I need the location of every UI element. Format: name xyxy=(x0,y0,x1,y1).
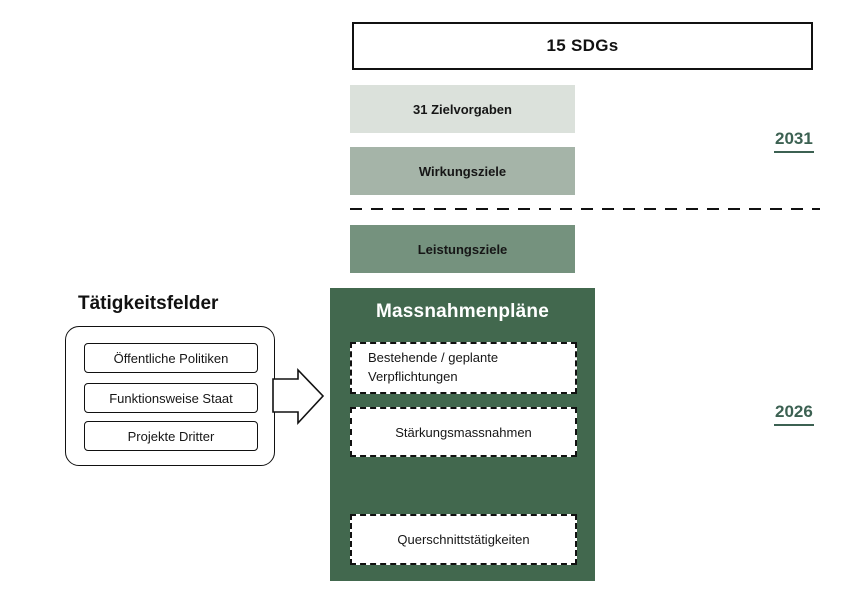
zielvorgaben-box: 31 Zielvorgaben xyxy=(350,85,575,133)
leistungsziele-box: Leistungsziele xyxy=(350,225,575,273)
querschnittstaetigkeiten-label: Querschnittstätigkeiten xyxy=(397,532,530,547)
oeffentliche-politiken-label: Öffentliche Politiken xyxy=(113,350,229,366)
projekte-dritter-label: Projekte Dritter xyxy=(127,428,215,444)
funktionsweise-staat-box: Funktionsweise Staat xyxy=(84,383,258,413)
verpflichtungen-label: Bestehende / geplante Verpflichtungen xyxy=(368,350,499,384)
year-2026-label: 2026 xyxy=(774,402,814,426)
staerkungsmassnahmen-label: Stärkungsmassnahmen xyxy=(395,424,532,440)
wirkungsziele-box: Wirkungsziele xyxy=(350,147,575,195)
sdg-count-label: 15 SDGs xyxy=(546,36,619,55)
massnahmenplaene-box: Massnahmenpläne Bestehende / geplante Ve… xyxy=(330,288,595,581)
funktionsweise-staat-label: Funktionsweise Staat xyxy=(109,390,233,406)
massnahmenplaene-title: Massnahmenpläne xyxy=(376,301,549,322)
right-block-arrow-icon xyxy=(272,368,325,426)
querschnittstaetigkeiten-box: Querschnittstätigkeiten xyxy=(350,514,577,565)
year-2031-label: 2031 xyxy=(774,129,814,153)
wirkungsziele-label: Wirkungsziele xyxy=(418,163,507,179)
staerkungsmassnahmen-box: Stärkungsmassnahmen xyxy=(350,407,577,457)
leistungsziele-label: Leistungsziele xyxy=(417,241,508,257)
oeffentliche-politiken-box: Öffentliche Politiken xyxy=(84,343,258,373)
sdg-count-box: 15 SDGs xyxy=(352,22,813,70)
taetigkeitsfelder-title: Tätigkeitsfelder xyxy=(78,293,219,314)
zielvorgaben-label: 31 Zielvorgaben xyxy=(413,101,512,117)
verpflichtungen-box: Bestehende / geplante Verpflichtungen xyxy=(350,342,577,394)
timeline-dashed-divider xyxy=(350,208,820,210)
projekte-dritter-box: Projekte Dritter xyxy=(84,421,258,451)
taetigkeitsfelder-container: Öffentliche Politiken Funktionsweise Sta… xyxy=(65,326,275,466)
